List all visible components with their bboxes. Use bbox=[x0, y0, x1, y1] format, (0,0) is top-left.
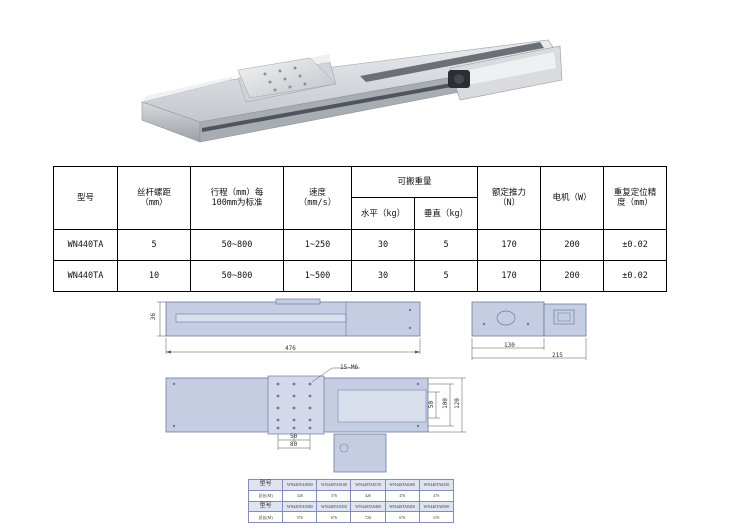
pitch-dimension-50: 50 bbox=[290, 433, 298, 440]
mini-cell: 326 bbox=[282, 489, 318, 502]
mini-cell: WN440TA0400 bbox=[350, 500, 386, 513]
hole-note: 15-M6 bbox=[340, 364, 359, 371]
cell-rated-thrust: 170 bbox=[477, 260, 542, 292]
mini-cell: 476 bbox=[418, 489, 455, 502]
mini-cell: 576 bbox=[282, 511, 318, 523]
cell-screw-lead: 5 bbox=[117, 229, 191, 261]
pitch-dimension-80: 80 bbox=[290, 441, 298, 448]
width-dimension-120: 120 bbox=[453, 398, 461, 409]
mini-cell: 676 bbox=[316, 511, 352, 523]
cell-horizontal: 30 bbox=[351, 229, 415, 261]
header-stroke: 行程（mm）每 100mm为标准 bbox=[190, 166, 284, 230]
model-length-table: 型号 WN440TA0050 WN440TA0100 WN440TA0150 W… bbox=[247, 479, 455, 523]
mini-cell: 376 bbox=[316, 489, 352, 502]
height-dimension: 36 bbox=[150, 312, 158, 321]
end-view-drawing bbox=[471, 301, 587, 360]
cell-motor: 200 bbox=[540, 229, 605, 261]
end-length-dimension: 215 bbox=[552, 352, 563, 359]
cell-model: WN440TA bbox=[53, 229, 118, 261]
mini-cell: WN440TA0150 bbox=[350, 479, 386, 491]
table-row: 型号 WN440TA0050 WN440TA0100 WN440TA0150 W… bbox=[247, 479, 455, 491]
header-horizontal: 水平（kg） bbox=[351, 197, 415, 230]
cell-motor: 200 bbox=[540, 260, 605, 292]
cell-model: WN440TA bbox=[53, 260, 118, 292]
cell-repeatability: ±0.02 bbox=[603, 229, 668, 261]
length-dimension: 476 bbox=[285, 345, 296, 352]
mini-cell: 型号 bbox=[247, 500, 284, 513]
cell-speed: 1~250 bbox=[283, 229, 352, 261]
header-vertical: 垂直（kg） bbox=[413, 197, 479, 230]
cell-rated-thrust: 170 bbox=[477, 229, 542, 261]
mini-cell: WN440TA0500 bbox=[418, 500, 455, 513]
mini-cell: WN440TA0450 bbox=[384, 500, 420, 513]
mini-cell: WN440TA0350 bbox=[316, 500, 352, 513]
cell-vertical: 5 bbox=[413, 260, 479, 292]
table-row: 总长(M) 326 376 426 476 476 bbox=[247, 489, 455, 502]
table-row: 型号 WN440TA0300 WN440TA0350 WN440TA0400 W… bbox=[247, 500, 455, 513]
mini-cell: 总长(M) bbox=[247, 511, 284, 523]
table-row: WN440TA 5 50~800 1~250 30 5 170 200 ±0.0… bbox=[53, 229, 668, 261]
header-speed: 速度 （mm/s） bbox=[283, 166, 352, 230]
mini-cell: WN440TA0200 bbox=[384, 479, 420, 491]
mini-cell: 676 bbox=[418, 511, 455, 523]
header-motor: 电机（W） bbox=[540, 166, 605, 230]
cell-stroke: 50~800 bbox=[190, 229, 284, 261]
cell-speed: 1~500 bbox=[283, 260, 352, 292]
header-screw-lead: 丝杆螺距 （mm） bbox=[117, 166, 191, 230]
cell-repeatability: ±0.02 bbox=[603, 260, 668, 292]
cell-stroke: 50~800 bbox=[190, 260, 284, 292]
mini-cell: WN440TA0250 bbox=[418, 479, 455, 491]
mini-cell: WN440TA0300 bbox=[282, 500, 318, 513]
end-width-dimension: 130 bbox=[504, 342, 515, 349]
mini-cell: WN440TA0100 bbox=[316, 479, 352, 491]
header-rated-thrust: 额定推力 （N） bbox=[477, 166, 542, 230]
cell-screw-lead: 10 bbox=[117, 260, 191, 292]
header-model: 型号 bbox=[53, 166, 118, 230]
mini-cell: 476 bbox=[384, 489, 420, 502]
header-payload: 可搬重量 bbox=[350, 166, 479, 198]
table-row: WN440TA 10 50~800 1~500 30 5 170 200 ±0.… bbox=[53, 260, 668, 292]
mini-cell: 676 bbox=[384, 511, 420, 523]
mini-cell: 726 bbox=[350, 511, 386, 523]
mini-cell: 总长(M) bbox=[247, 489, 284, 502]
cell-horizontal: 30 bbox=[351, 260, 415, 292]
width-dimension-50: 50 bbox=[428, 400, 436, 409]
side-view-drawing bbox=[157, 298, 421, 354]
specification-table: 型号 丝杆螺距 （mm） 行程（mm）每 100mm为标准 速度 （mm/s） … bbox=[53, 166, 668, 292]
mini-cell: 426 bbox=[350, 489, 386, 502]
cell-vertical: 5 bbox=[413, 229, 479, 261]
top-view-drawing bbox=[165, 367, 466, 473]
width-dimension-100: 100 bbox=[441, 398, 449, 409]
header-repeatability: 重复定位精 度（mm） bbox=[603, 166, 668, 230]
mini-cell: WN440TA0050 bbox=[282, 479, 318, 491]
actuator-product-image bbox=[140, 39, 563, 143]
mini-cell: 型号 bbox=[247, 479, 284, 491]
table-row: 总长(M) 576 676 726 676 676 bbox=[247, 511, 455, 523]
